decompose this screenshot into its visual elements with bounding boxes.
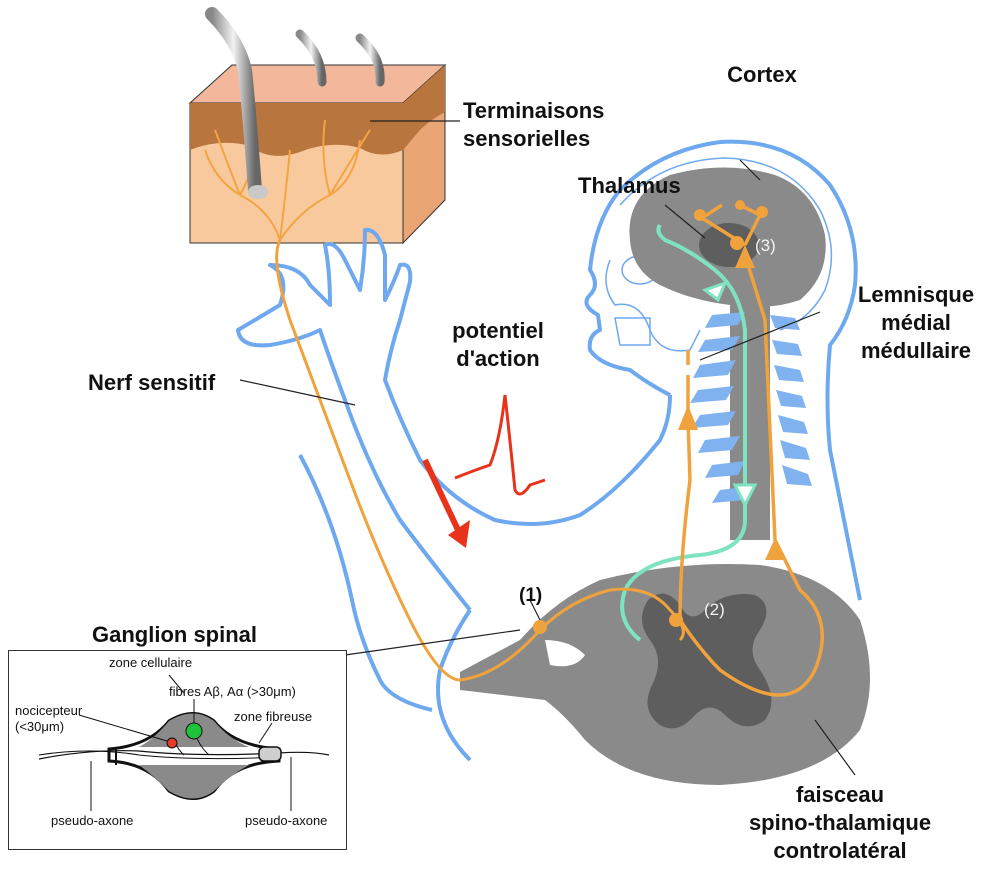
thalamus-label: Thalamus: [578, 173, 681, 199]
marker-2-label: (2): [704, 600, 725, 620]
skin-block: [190, 14, 445, 243]
lemnisque-label-line1: Lemnisque: [836, 282, 996, 308]
faisceau-label-line1: faisceau: [740, 782, 940, 808]
pseudo-axone-left-label: pseudo-axone: [51, 813, 133, 828]
large-fiber-cell-icon: [186, 723, 202, 739]
nocicepteur-label-line1: nocicepteur: [15, 703, 82, 718]
faisceau-label-line2: spino-thalamique: [740, 810, 940, 836]
zone-fibreuse-label: zone fibreuse: [234, 709, 312, 724]
faisceau-label-line3: controlatéral: [740, 838, 940, 864]
cortex-label: Cortex: [712, 62, 812, 88]
lemnisque-label-line3: médullaire: [836, 338, 996, 364]
nerf-sensitif-label: Nerf sensitif: [88, 370, 215, 396]
marker-1-label: (1): [519, 583, 542, 609]
lemnisque-label-line2: médial: [836, 310, 996, 336]
terminaisons-label-line2: sensorielles: [463, 126, 590, 152]
pseudo-axone-right-label: pseudo-axone: [245, 813, 327, 828]
terminaisons-label-line1: Terminaisons: [463, 98, 604, 124]
potentiel-label-line2: d'action: [428, 346, 568, 372]
nociceptor-cell-icon: [167, 738, 177, 748]
ganglion-spinal-label: Ganglion spinal: [92, 622, 257, 648]
fibres-label: fibres Aβ, Aα (>30μm): [169, 684, 296, 699]
ganglion-inset: zone cellulaire fibres Aβ, Aα (>30μm) no…: [8, 650, 347, 850]
zone-cellulaire-label: zone cellulaire: [109, 655, 192, 670]
marker-3-label: (3): [755, 236, 776, 256]
spinal-column: [690, 300, 812, 540]
potentiel-label-line1: potentiel: [428, 318, 568, 344]
nocicepteur-label-line2: (<30μm): [15, 719, 64, 734]
